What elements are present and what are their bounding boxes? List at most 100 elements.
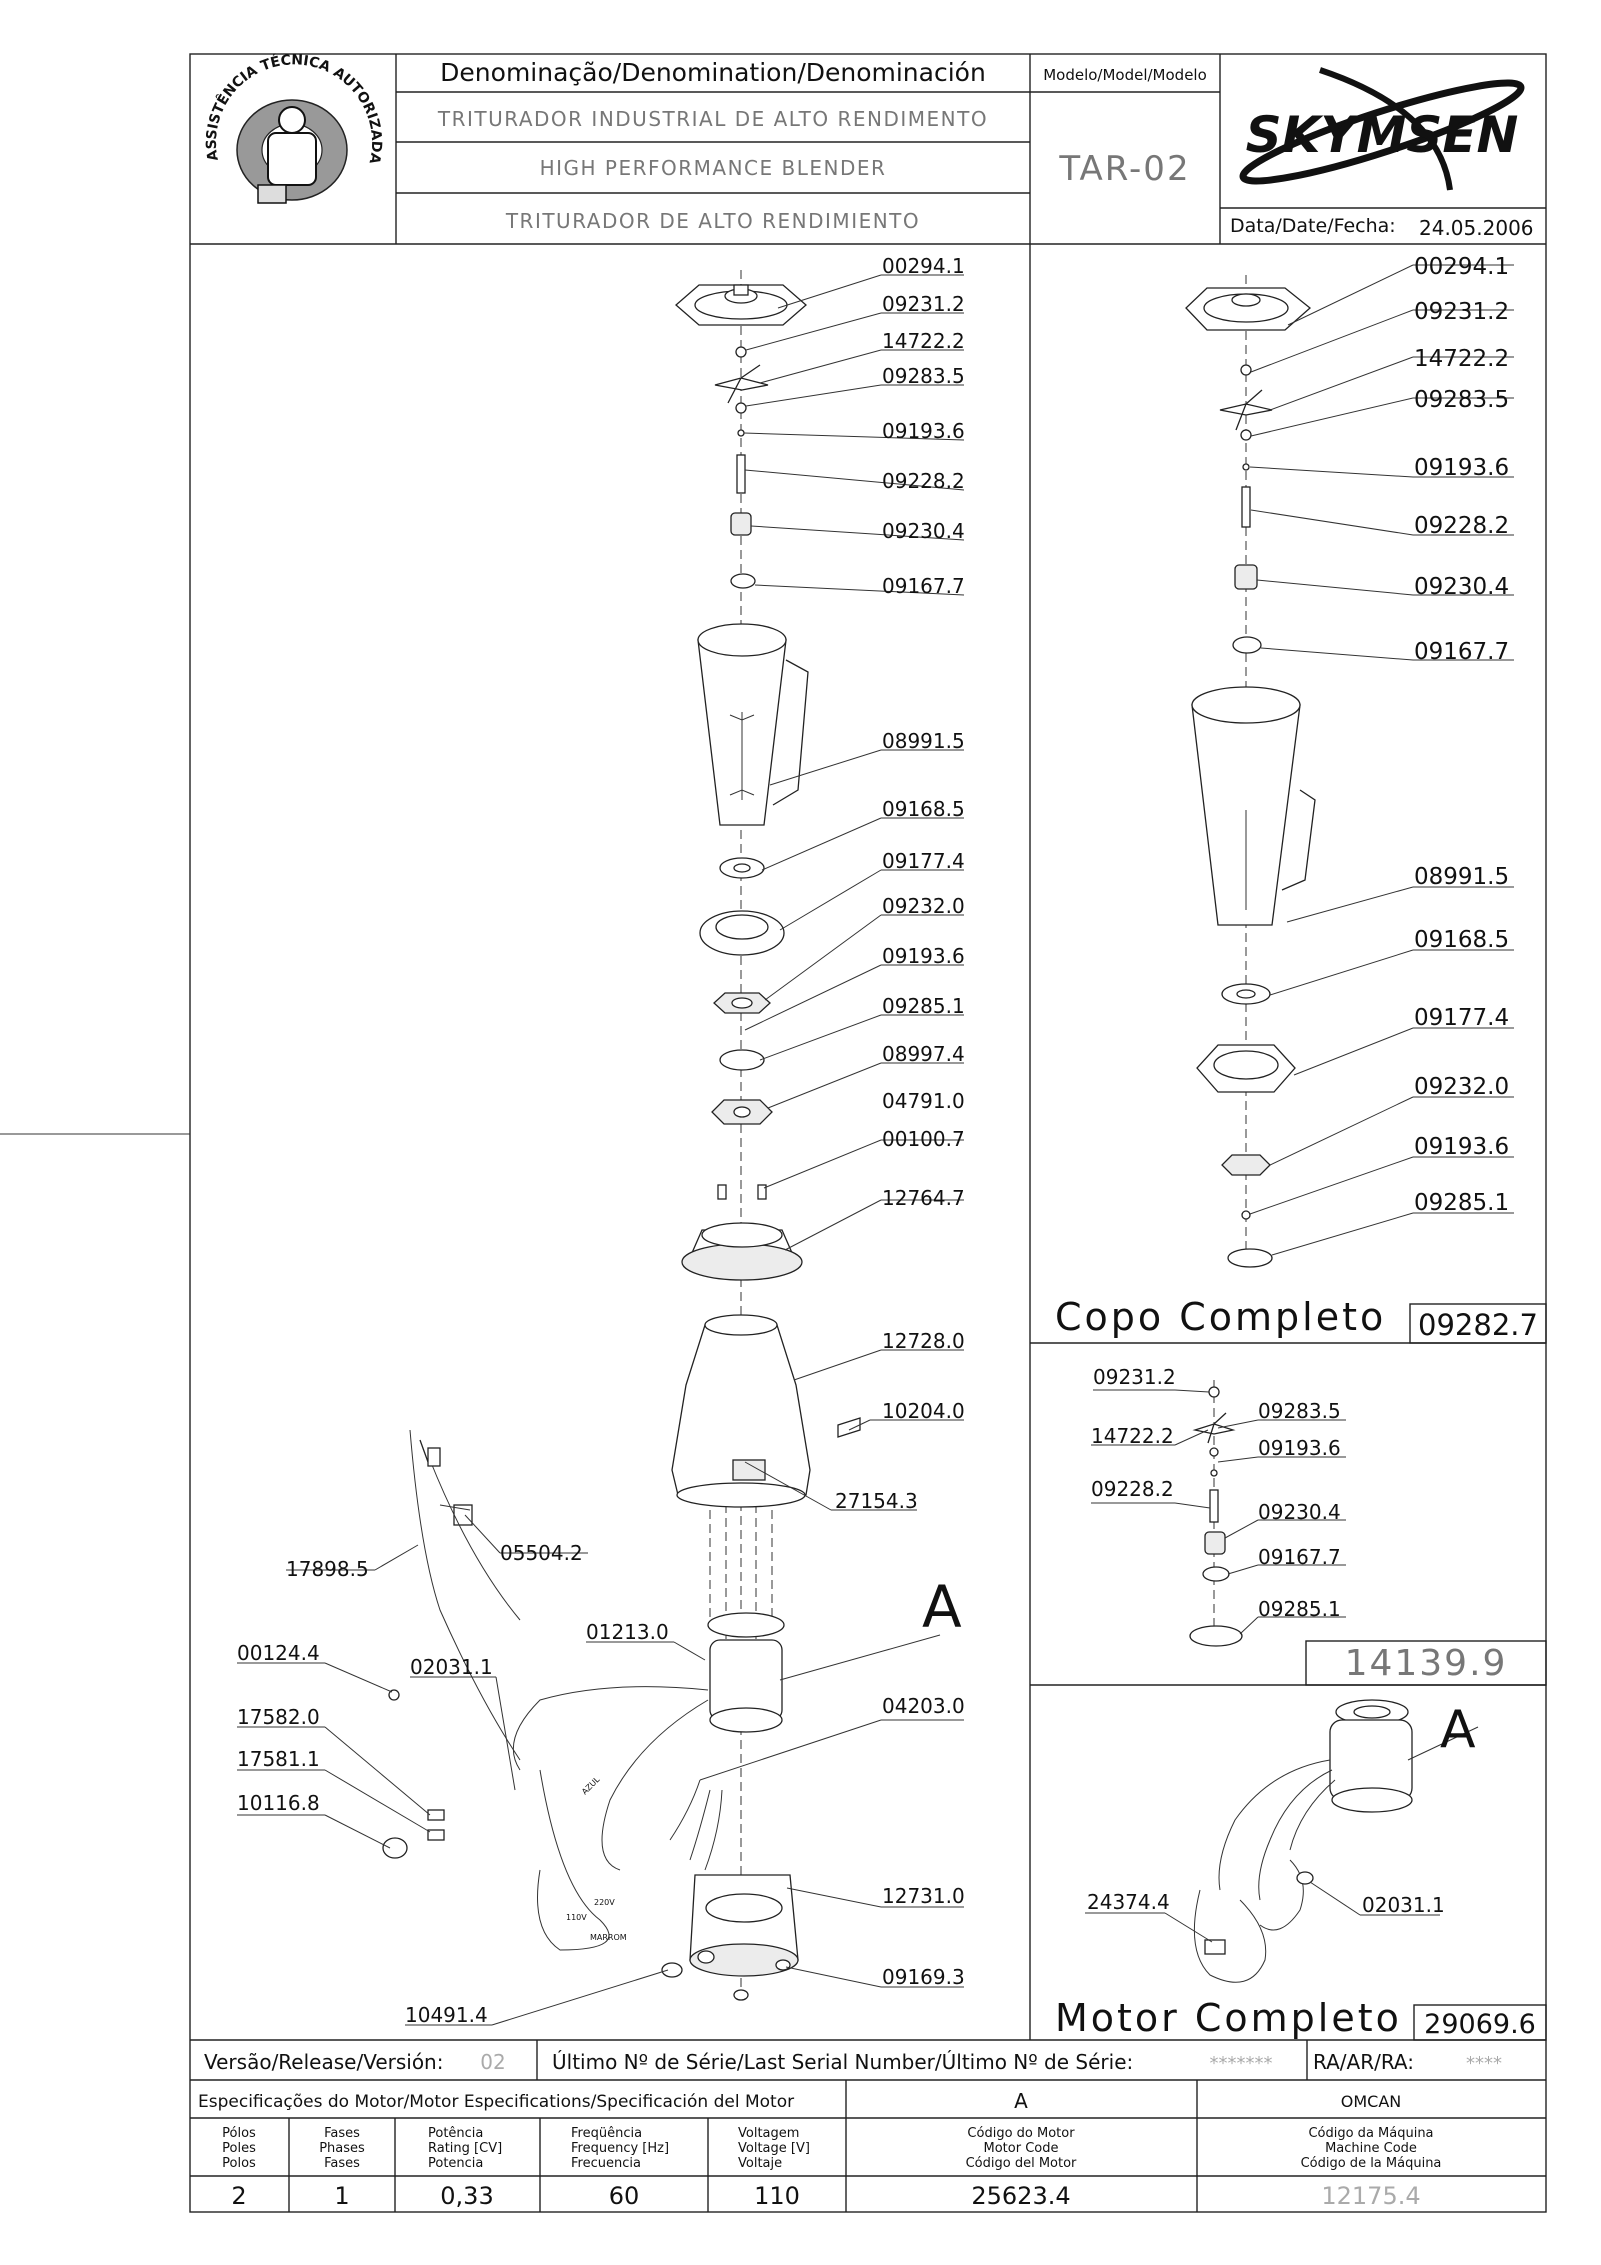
copo-label-09231-2: 09231.2 bbox=[1414, 299, 1509, 325]
label-12728-0: 12728.0 bbox=[882, 1329, 965, 1353]
label-17581-1: 17581.1 bbox=[237, 1747, 320, 1771]
copo-label-09177-4: 09177.4 bbox=[1414, 1005, 1509, 1031]
copo-label-09228-2: 09228.2 bbox=[1414, 513, 1509, 539]
blade-label-09228-2: 09228.2 bbox=[1091, 1477, 1174, 1501]
main-parts: MARROM AZUL 110V 220V bbox=[382, 284, 861, 2001]
label-00294-1: 00294.1 bbox=[882, 254, 965, 278]
copo-part-labels: 00294.1 09231.2 14722.2 09283.5 09193.6 … bbox=[1414, 254, 1509, 1216]
spec-head-freq-2: Frequency [Hz] bbox=[571, 2141, 669, 2156]
label-04791-0: 04791.0 bbox=[882, 1089, 965, 1113]
label-04203-0: 04203.0 bbox=[882, 1694, 965, 1718]
spec-head-rating-1: Potência bbox=[428, 2126, 483, 2141]
copo-label-08991-5: 08991.5 bbox=[1414, 864, 1509, 890]
motor-title: Motor Completo bbox=[1055, 1996, 1402, 2040]
spec-head-motor-code-1: Código do Motor bbox=[967, 2126, 1075, 2141]
copo-parts bbox=[1185, 287, 1316, 1268]
wire-label-azul: AZUL bbox=[580, 1775, 602, 1797]
label-12764-7: 12764.7 bbox=[882, 1186, 965, 1210]
label-09231-2: 09231.2 bbox=[882, 292, 965, 316]
label-17582-0: 17582.0 bbox=[237, 1705, 320, 1729]
blade-parts bbox=[1189, 1386, 1243, 1647]
spec-machine-name: OMCAN bbox=[1341, 2092, 1401, 2111]
label-00100-7: 00100.7 bbox=[882, 1127, 965, 1151]
blade-label-09283-5: 09283.5 bbox=[1258, 1399, 1341, 1423]
serial-value: ******* bbox=[1210, 2053, 1273, 2074]
copo-label-09168-5: 09168.5 bbox=[1414, 927, 1509, 953]
motor-label-a: A bbox=[1440, 1700, 1476, 1760]
spec-head-phases-2: Phases bbox=[319, 2141, 365, 2156]
name-pt: TRITURADOR INDUSTRIAL DE ALTO RENDIMENTO bbox=[437, 107, 988, 131]
version-value: 02 bbox=[480, 2050, 505, 2074]
label-01213-0: 01213.0 bbox=[586, 1620, 669, 1644]
spec-head-freq-3: Frecuencia bbox=[571, 2156, 641, 2171]
copo-label-09193-6: 09193.6 bbox=[1414, 455, 1509, 481]
motor-label-24374-4: 24374.4 bbox=[1087, 1890, 1170, 1914]
authorized-service-seal: ASSISTÊNCIA TÉCNICA AUTORIZADA bbox=[204, 52, 384, 204]
spec-head-rating-3: Potencia bbox=[428, 2156, 483, 2171]
version-label: Versão/Release/Versión: bbox=[204, 2050, 443, 2074]
motor-leaders bbox=[1085, 1726, 1479, 1943]
spec-head-phases-1: Fases bbox=[324, 2126, 360, 2141]
blade-code: 14139.9 bbox=[1345, 1643, 1508, 1684]
copo-label-09283-5: 09283.5 bbox=[1414, 387, 1509, 413]
blade-label-09193-6: 09193.6 bbox=[1258, 1436, 1341, 1460]
label-09177-4: 09177.4 bbox=[882, 849, 965, 873]
label-02031-1: 02031.1 bbox=[410, 1655, 493, 1679]
label-17898-5: 17898.5 bbox=[286, 1557, 369, 1581]
ra-value: **** bbox=[1466, 2053, 1502, 2074]
spec-value-phases: 1 bbox=[334, 2182, 349, 2210]
copo-label-09285-1: 09285.1 bbox=[1414, 1190, 1509, 1216]
spec-value-frequency: 60 bbox=[609, 2182, 640, 2210]
spec-head-voltage-2: Voltage [V] bbox=[738, 2141, 810, 2156]
wire-label-220v: 220V bbox=[594, 1898, 615, 1907]
serial-label: Último Nº de Série/Last Serial Number/Úl… bbox=[552, 2050, 1133, 2074]
label-assembly-a: A bbox=[922, 1573, 962, 1641]
copo-code: 09282.7 bbox=[1418, 1308, 1538, 1342]
spec-value-poles: 2 bbox=[231, 2182, 246, 2210]
spec-head-poles-1: Pólos bbox=[222, 2126, 256, 2141]
spec-head-rating-2: Rating [CV] bbox=[428, 2141, 502, 2156]
date-value: 24.05.2006 bbox=[1419, 216, 1534, 240]
label-09193-6: 09193.6 bbox=[882, 419, 965, 443]
label-12731-0: 12731.0 bbox=[882, 1884, 965, 1908]
date-label: Data/Date/Fecha: bbox=[1230, 215, 1396, 237]
spec-head-poles-3: Polos bbox=[222, 2156, 256, 2171]
spec-columns: Pólos Poles Polos Fases Phases Fases Pot… bbox=[222, 2126, 1441, 2210]
label-27154-3: 27154.3 bbox=[835, 1489, 918, 1513]
spec-head-phases-3: Fases bbox=[324, 2156, 360, 2171]
copo-label-00294-1: 00294.1 bbox=[1414, 254, 1509, 280]
blade-label-09285-1: 09285.1 bbox=[1258, 1597, 1341, 1621]
denomination-title: Denominação/Denomination/Denominación bbox=[440, 58, 986, 87]
label-14722-2: 14722.2 bbox=[882, 329, 965, 353]
spec-head-voltage-1: Voltagem bbox=[738, 2126, 799, 2141]
label-09193-6b: 09193.6 bbox=[882, 944, 965, 968]
label-09283-5: 09283.5 bbox=[882, 364, 965, 388]
spec-head-machine-code-1: Código da Máquina bbox=[1308, 2126, 1433, 2141]
model-title: Modelo/Model/Modelo bbox=[1043, 66, 1207, 84]
spec-value-machine-code: 12175.4 bbox=[1321, 2182, 1420, 2210]
label-09228-2: 09228.2 bbox=[882, 469, 965, 493]
blade-label-09167-7: 09167.7 bbox=[1258, 1545, 1341, 1569]
label-00124-4: 00124.4 bbox=[237, 1641, 320, 1665]
motor-label-02031-1: 02031.1 bbox=[1362, 1893, 1445, 1917]
blade-part-labels: 09231.2 09283.5 14722.2 09193.6 09228.2 … bbox=[1091, 1365, 1341, 1621]
wire-label-110v: 110V bbox=[566, 1913, 587, 1922]
spec-head-machine-code-2: Machine Code bbox=[1325, 2141, 1417, 2156]
name-en: HIGH PERFORMANCE BLENDER bbox=[540, 156, 887, 180]
blade-label-14722-2: 14722.2 bbox=[1091, 1424, 1174, 1448]
copo-title: Copo Completo bbox=[1055, 1295, 1386, 1339]
label-09232-0: 09232.0 bbox=[882, 894, 965, 918]
copo-label-14722-2: 14722.2 bbox=[1414, 346, 1509, 372]
housing bbox=[671, 1324, 811, 1496]
brand-name: SKYMSEN bbox=[1246, 106, 1519, 164]
label-08997-4: 08997.4 bbox=[882, 1042, 965, 1066]
spec-value-motor-code: 25623.4 bbox=[971, 2182, 1070, 2210]
label-09168-5: 09168.5 bbox=[882, 797, 965, 821]
label-05504-2: 05504.2 bbox=[500, 1541, 583, 1565]
copo-leaders bbox=[1249, 264, 1514, 1256]
blade-label-09231-2: 09231.2 bbox=[1093, 1365, 1176, 1389]
spec-head-motor-code-3: Código del Motor bbox=[966, 2156, 1077, 2171]
model-value: TAR-02 bbox=[1058, 149, 1190, 189]
spec-title: Especificações do Motor/Motor Especifica… bbox=[198, 2092, 794, 2112]
label-10491-4: 10491.4 bbox=[405, 2003, 488, 2027]
